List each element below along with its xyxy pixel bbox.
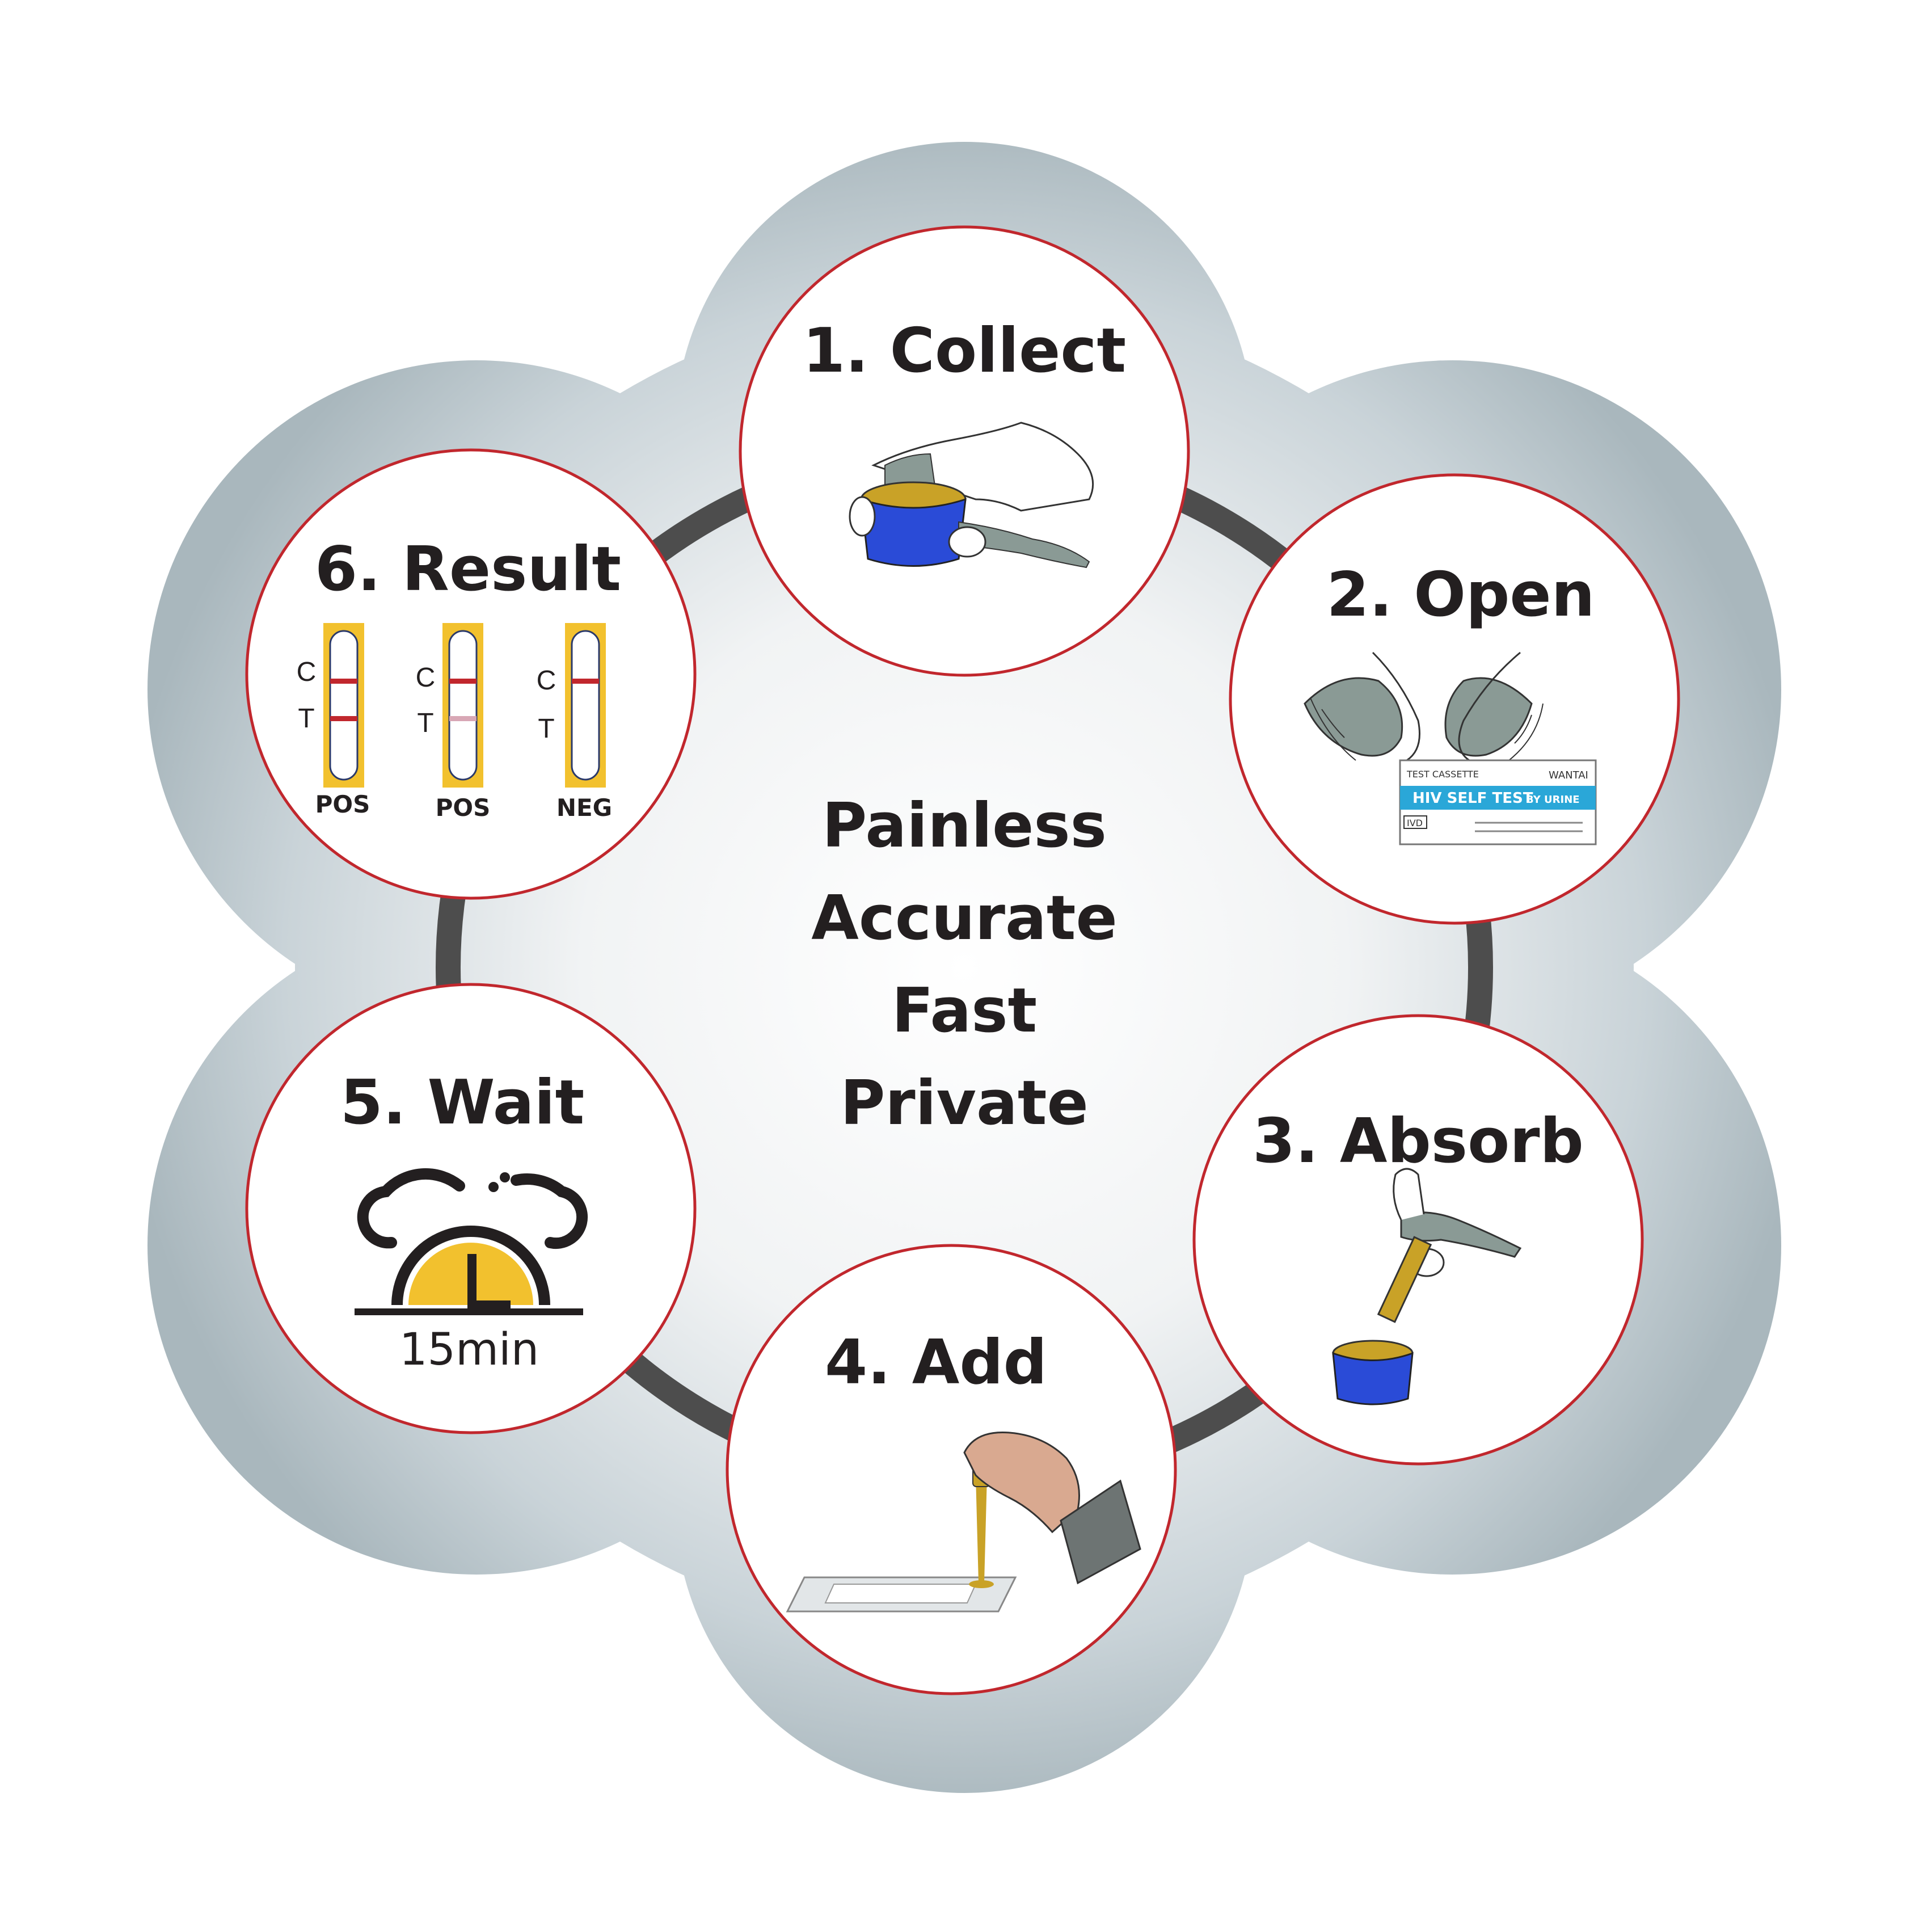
center-text-line-2: Accurate bbox=[811, 883, 1118, 954]
package-product-name: HIV SELF TEST bbox=[1412, 790, 1533, 807]
center-keywords: Painless Accurate Fast Private bbox=[811, 790, 1118, 1139]
center-text-line-4: Private bbox=[840, 1068, 1089, 1139]
center-text-line-3: Fast bbox=[892, 975, 1037, 1046]
step-2-title: 2. Open bbox=[1326, 559, 1595, 630]
result-3-label: NEG bbox=[556, 794, 612, 822]
step-5-circle: 5. Wait 15min bbox=[245, 983, 697, 1434]
package-sub: BY URINE bbox=[1526, 794, 1580, 806]
result-cassette-pos-faint: C T POS bbox=[416, 623, 491, 822]
step-6-title: 6. Result bbox=[315, 534, 621, 605]
result-2-label: POS bbox=[436, 794, 491, 822]
result-3-c-label: C bbox=[537, 666, 556, 696]
step-4-circle: 4. Add bbox=[726, 1244, 1177, 1695]
hiv-self-test-package: TEST CASSETTE WANTAI HIV SELF TEST BY UR… bbox=[1399, 759, 1597, 845]
hand-dropping-sample-icon bbox=[786, 1431, 1141, 1613]
center-text-line-1: Painless bbox=[822, 790, 1107, 861]
package-brand: WANTAI bbox=[1549, 769, 1588, 781]
step-5-title: 5. Wait bbox=[340, 1067, 585, 1138]
step-2-circle: 2. Open TEST CASSETTE WANTAI HIV SELF TE… bbox=[1229, 473, 1680, 925]
timer-label: 15min bbox=[399, 1324, 539, 1375]
step-1-title: 1. Collect bbox=[803, 315, 1126, 386]
result-2-t-label: T bbox=[417, 708, 433, 738]
hands-opening-pouch-icon bbox=[1304, 651, 1544, 761]
step-3-title: 3. Absorb bbox=[1253, 1106, 1584, 1177]
dropper-in-cup-icon bbox=[1332, 1168, 1522, 1405]
result-cassette-pos-strong: C T POS bbox=[297, 623, 370, 818]
step-4-title: 4. Add bbox=[825, 1327, 1047, 1398]
hand-holding-urine-cup-icon bbox=[849, 422, 1094, 569]
step-3-circle: 3. Absorb bbox=[1192, 1014, 1644, 1466]
alarm-clock-timer-icon: 15min bbox=[355, 1168, 588, 1375]
result-1-c-label: C bbox=[297, 657, 317, 687]
package-header: TEST CASSETTE bbox=[1406, 769, 1479, 780]
result-1-label: POS bbox=[315, 790, 370, 818]
test-cassette-results-icon: C T POS C T POS C T NEG bbox=[297, 623, 612, 822]
step-1-circle: 1. Collect bbox=[739, 225, 1190, 677]
result-1-t-label: T bbox=[298, 704, 314, 734]
result-2-c-label: C bbox=[416, 663, 436, 693]
result-3-t-label: T bbox=[538, 714, 554, 744]
result-cassette-neg: C T NEG bbox=[537, 623, 612, 822]
package-ivd-mark: IVD bbox=[1407, 818, 1423, 828]
step-6-circle: 6. Result C T POS C T POS bbox=[245, 448, 697, 900]
